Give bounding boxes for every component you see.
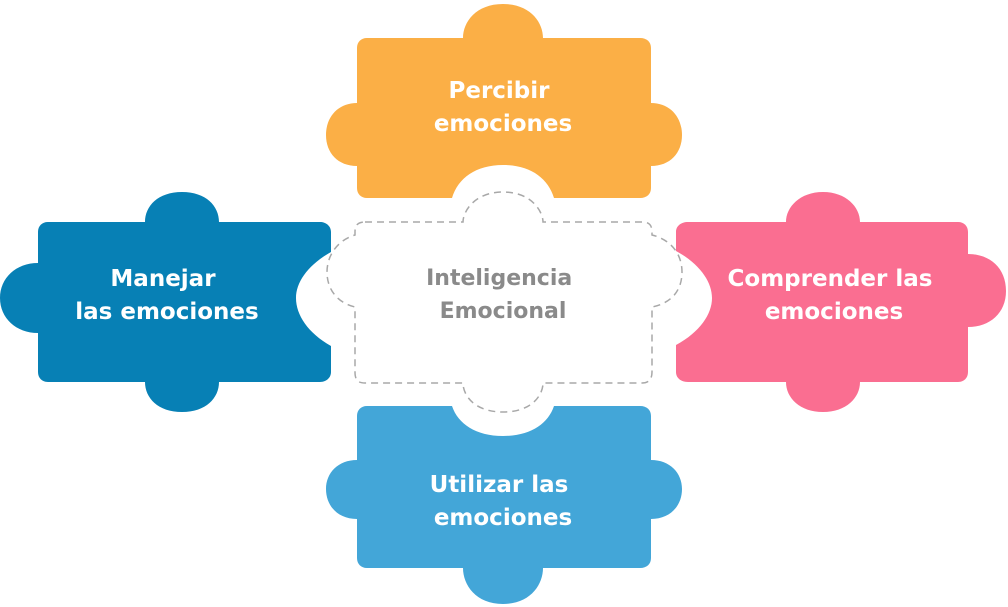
center-label: Inteligencia Emocional [426,266,580,324]
manage-label-line2: las emociones [75,299,258,325]
use-label: Utilizar las emociones [430,472,577,531]
understand-label-line1: Comprender las [728,266,933,292]
puzzle-piece-use [326,406,682,604]
perceive-label: Percibir emociones [434,78,572,137]
understand-label: Comprender las emociones [728,266,941,325]
center-label-line1: Inteligencia [426,266,572,291]
puzzle-piece-manage [0,192,331,412]
puzzle-piece-perceive [326,4,682,198]
manage-label: Manejar las emociones [75,266,258,325]
manage-label-line1: Manejar [110,266,216,292]
perceive-label-line1: Percibir [448,78,550,104]
puzzle-piece-understand [676,192,1006,412]
understand-label-line2: emociones [765,299,903,325]
use-label-line1: Utilizar las [430,472,569,498]
use-label-line2: emociones [434,505,572,531]
perceive-label-line2: emociones [434,111,572,137]
center-label-line2: Emocional [440,299,567,324]
